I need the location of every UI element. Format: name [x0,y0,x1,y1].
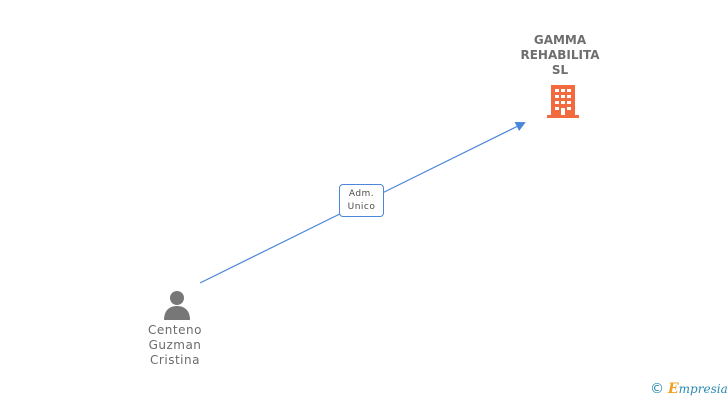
company-node-label[interactable]: GAMMA REHABILITA SL [500,33,620,78]
building-icon[interactable] [546,83,580,119]
person-name-line-2: Guzman [148,338,202,352]
person-node-label[interactable]: Centeno Guzman Cristina [115,323,235,368]
brand-initial: E [668,381,679,397]
company-name-line-2: REHABILITA [520,48,600,62]
brand-logo: Empresia [668,381,728,397]
company-name-line-3: SL [551,63,569,77]
person-name-line-3: Cristina [150,353,200,367]
brand-rest: mpresia [678,382,728,396]
role-label[interactable]: Adm. Unico [339,184,384,217]
role-line-1: Adm. [348,189,375,199]
role-line-2: Unico [347,202,376,212]
empresia-watermark[interactable]: © Empresia [650,379,728,399]
person-name-line-1: Centeno [148,323,202,337]
company-name-line-1: GAMMA [533,33,587,47]
person-icon[interactable] [161,289,193,321]
copyright-icon: © [650,381,664,397]
